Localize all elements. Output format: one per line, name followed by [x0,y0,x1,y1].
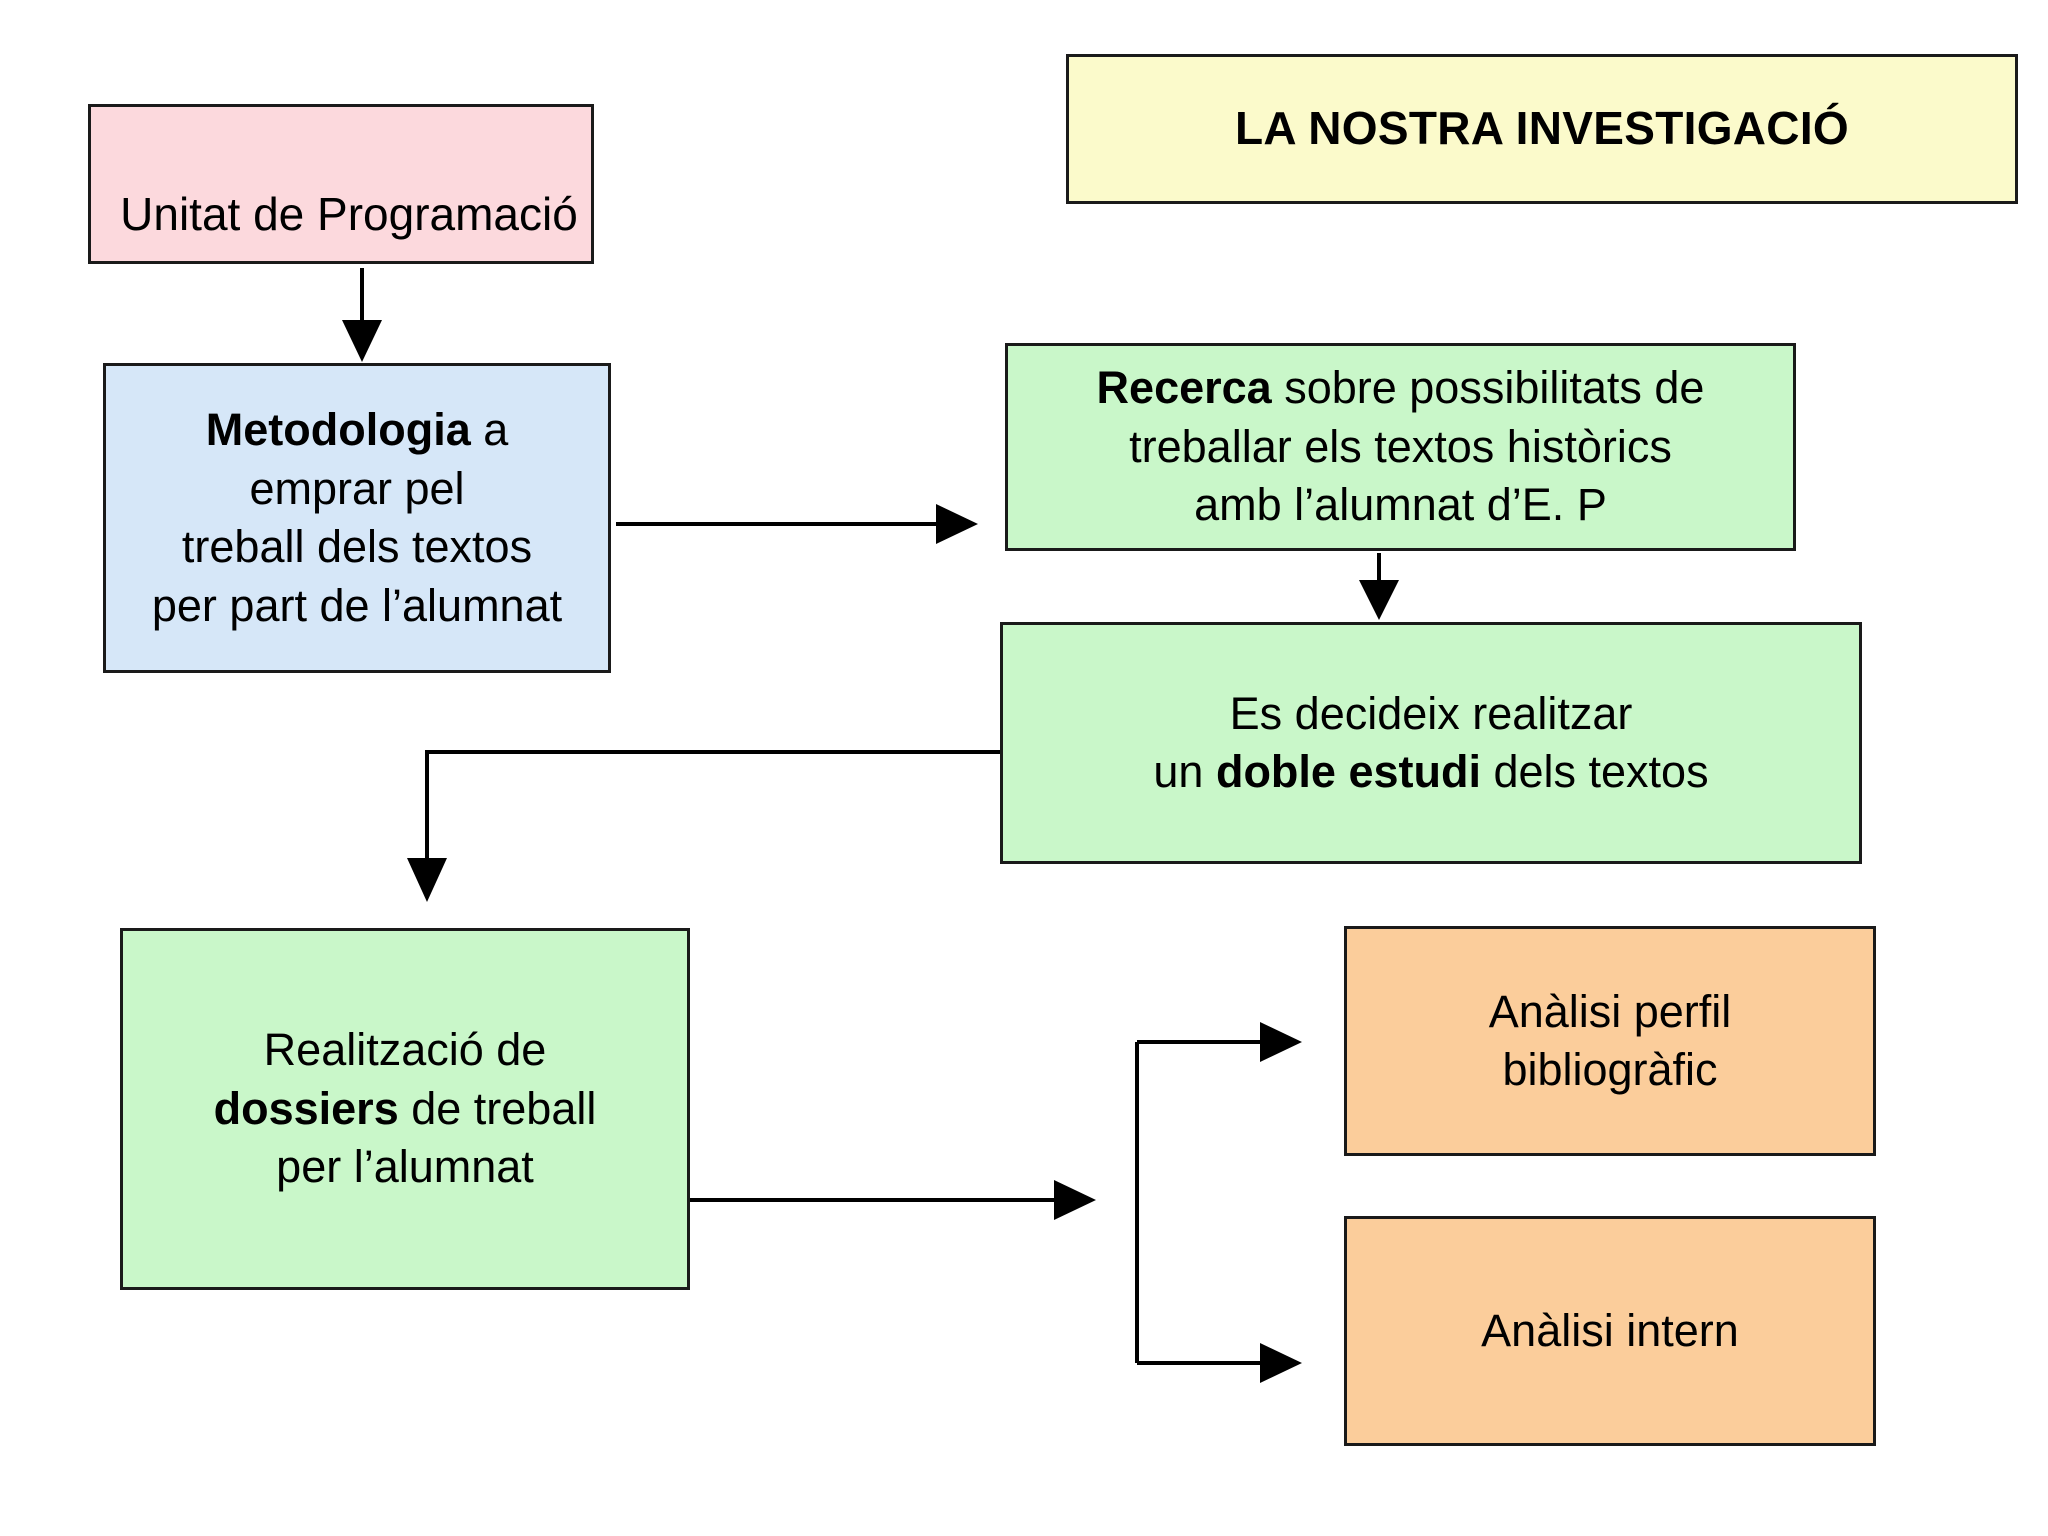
node-perfil-line1: Anàlisi perfil [1488,985,1732,1037]
node-dossiers-label: Realització de dossiers de treball per l… [133,1021,677,1197]
node-analisi-intern: Anàlisi intern [1344,1216,1876,1446]
connector-unitat-to-metodologia-icon [342,268,382,362]
page-title: LA NOSTRA INVESTIGACIÓ [1235,102,1849,155]
node-dossiers-line3: per l’alumnat [276,1141,534,1193]
node-recerca-line1-rest: sobre possibilitats de [1271,362,1705,414]
node-recerca-line2: treballar els textos històrics [1129,420,1672,472]
node-decideix-label: Es decideix realitzar un doble estudi de… [1013,685,1849,802]
connector-recerca-to-decideix-icon [1359,553,1399,620]
node-dossiers-line1: Realització de [263,1024,547,1076]
connector-decideix-to-dossiers-icon [407,750,1000,902]
node-unitat-label: Unitat de Programació [120,188,578,241]
node-metodologia-label: Metodologia a emprar pel treball dels te… [116,401,598,635]
node-decideix-line2-pre: un [1153,746,1216,797]
node-recerca-line1-bold: Recerca [1096,362,1272,414]
node-title-banner: LA NOSTRA INVESTIGACIÓ [1066,54,2018,204]
connector-split-to-intern-icon [1137,1343,1302,1383]
node-metodologia-line2: emprar pel [249,462,465,514]
node-metodologia: Metodologia a emprar pel treball dels te… [103,363,611,673]
connector-metodologia-to-recerca-icon [616,504,978,544]
node-dossiers-line2-rest: de treball [398,1082,597,1134]
node-perfil-line2: bibliogràfic [1502,1044,1718,1095]
node-realitzacio-dossiers: Realització de dossiers de treball per l… [120,928,690,1290]
node-perfil-label: Anàlisi perfil bibliogràfic [1357,983,1863,1100]
node-metodologia-line4: per part de l’alumnat [151,579,563,631]
connector-split-to-perfil-icon [1137,1022,1302,1062]
node-recerca-label: Recerca sobre possibilitats de treballar… [1018,359,1783,535]
node-dossiers-line2-bold: dossiers [213,1082,399,1134]
connector-dossiers-to-split-icon [690,1180,1096,1220]
node-analisi-perfil-bibliografic: Anàlisi perfil bibliogràfic [1344,926,1876,1156]
node-recerca: Recerca sobre possibilitats de treballar… [1005,343,1796,551]
node-decideix-line2-post: dels textos [1480,746,1709,797]
node-es-decideix-realitzar: Es decideix realitzar un doble estudi de… [1000,622,1862,864]
node-metodologia-line3: treball dels textos [181,521,533,572]
node-decideix-line2-bold: doble estudi [1215,746,1481,797]
node-metodologia-line1-rest: a [470,404,509,455]
node-unitat-de-programacio: Unitat de Programació [88,104,594,264]
node-decideix-line1: Es decideix realitzar [1229,687,1633,739]
node-intern-label: Anàlisi intern [1481,1304,1739,1356]
node-recerca-line3: amb l’alumnat d’E. P [1194,479,1607,531]
node-metodologia-line1-bold: Metodologia [205,404,471,455]
